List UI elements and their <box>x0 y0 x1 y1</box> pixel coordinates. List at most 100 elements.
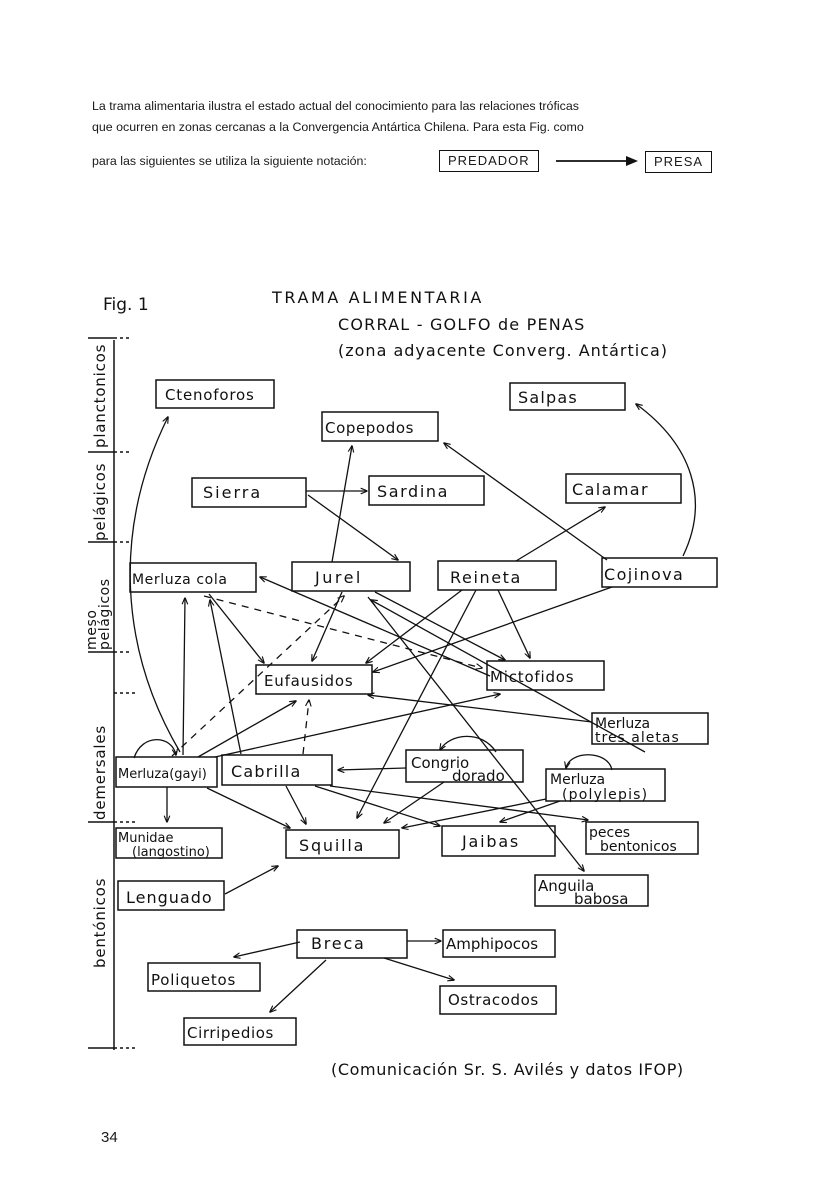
node-anguila-2: babosa <box>574 890 628 908</box>
box-sardina <box>368 475 485 506</box>
arrow-mictofidos-merluza-cola <box>260 577 491 677</box>
arrow-reineta-squilla <box>357 589 477 818</box>
arrow-merluza-cola-eufausidos <box>208 593 264 663</box>
arrow-jurel-mictofidos <box>374 591 505 660</box>
node-jaibas: Jaibas <box>461 832 520 851</box>
arrow-jurel-eufausidos <box>312 591 343 661</box>
arrow-merluza-polylepis-jaibas <box>500 800 561 822</box>
arrow-merluza-gayi-eufausidos <box>197 701 296 758</box>
arrow-reineta-calamar <box>515 507 605 562</box>
box-amphipocos <box>442 929 556 958</box>
node-lenguado: Lenguado <box>126 888 213 907</box>
box-sierra <box>191 477 307 508</box>
dashed-arrow-merluza-gayi-jurel <box>171 596 344 757</box>
node-peces-bentonicos-1: peces <box>589 825 630 841</box>
arrow-cabrilla-squilla <box>285 785 306 824</box>
node-jurel: Jurel <box>314 568 363 587</box>
box-reineta <box>437 560 557 591</box>
node-congrio-2: dorado <box>452 767 505 785</box>
node-squilla: Squilla <box>299 836 365 855</box>
dashed-arrows <box>171 596 482 757</box>
node-merluza-polylepis-2: (polylepis) <box>562 787 648 803</box>
arrow-merluza-gayi-ctenoforos <box>129 417 181 753</box>
node-breca: Breca <box>311 934 366 953</box>
arrow-merluza-polylepis-squilla <box>402 798 547 828</box>
notation-prey-box: PRESA <box>645 151 713 173</box>
box-munidae <box>115 827 223 859</box>
node-poliquetos: Poliquetos <box>151 971 236 989</box>
node-calamar: Calamar <box>572 480 649 499</box>
node-cabrilla: Cabrilla <box>231 762 301 781</box>
figure-label: Fig. 1 <box>103 295 149 315</box>
node-sardina: Sardina <box>377 482 449 501</box>
arrow-congrio-cabrilla <box>338 768 407 770</box>
node-peces-bentonicos-2: bentonicos <box>600 839 677 855</box>
node-eufausidos: Eufausidos <box>264 672 353 690</box>
box-poliquetos <box>147 962 261 992</box>
box-ostracodos <box>439 985 557 1015</box>
box-jurel <box>291 561 411 592</box>
node-merluza-cola: Merluza cola <box>132 572 228 588</box>
intro-line-3: para las siguientes se utiliza la siguie… <box>92 154 367 168</box>
arrow-jurel-copepodos <box>331 446 352 563</box>
box-jaibas <box>441 825 556 857</box>
node-copepodos: Copepodos <box>325 419 414 437</box>
node-reineta: Reineta <box>450 568 522 587</box>
zone-label-bentonicos: bentónicos <box>91 878 109 968</box>
node-amphipocos: Amphipocos <box>446 935 538 953</box>
arrow-merluza-gayi-self <box>133 739 176 759</box>
zone-label-meso: meso <box>84 609 100 650</box>
arrow-congrio-self <box>440 735 497 753</box>
node-merluza-tres-aletas-1: Merluza <box>595 716 650 732</box>
arrow-reineta-mictofidos <box>497 589 530 658</box>
arrow-cabrilla-merluza-cola <box>210 600 242 755</box>
node-munidae-1: Munidae <box>118 831 174 846</box>
intro-line-2: que ocurren en zonas cercanas a la Conve… <box>92 120 584 134</box>
arrow-cabrilla-jaibas <box>314 785 440 826</box>
box-congrio <box>405 749 524 783</box>
box-cojinova <box>601 557 718 588</box>
box-salpas <box>509 382 626 411</box>
box-merluza-cola <box>129 562 257 593</box>
box-cirripedios <box>183 1017 297 1046</box>
zone-bracket <box>88 337 136 1050</box>
node-merluza-tres-aletas-2: tres aletas <box>595 730 680 746</box>
node-cojinova: Cojinova <box>604 565 684 584</box>
zone-label-mesopelagicos: pelágicos <box>97 578 113 650</box>
arrow-congrio-squilla <box>384 781 445 823</box>
arrow-cojinova-eufausidos <box>373 586 613 672</box>
box-lenguado <box>117 880 225 911</box>
zone-label-planctonicos: planctonicos <box>91 344 109 448</box>
node-cirripedios: Cirripedios <box>187 1024 274 1042</box>
arrow-breca-cirripedios <box>270 959 327 1012</box>
node-boxes <box>115 379 718 1046</box>
node-anguila-1: Anguila <box>538 877 594 895</box>
predation-arrows <box>129 404 696 1012</box>
figure-subtitle-1: CORRAL - GOLFO de PENAS <box>338 315 585 334</box>
node-sierra: Sierra <box>203 483 262 502</box>
node-ctenoforos: Ctenoforos <box>165 386 255 404</box>
box-ctenoforos <box>155 379 275 409</box>
box-cabrilla <box>221 754 333 786</box>
arrow-breca-ostracodos <box>383 957 454 980</box>
arrow-merluza-gayi-squilla <box>206 787 290 828</box>
node-congrio-1: Congrio <box>411 754 469 772</box>
arrow-reineta-eufausidos <box>366 589 463 663</box>
zone-label-demersales: demersales <box>91 725 109 820</box>
node-merluza-gayi: Merluza(gayi) <box>118 767 207 782</box>
notation-predator-box: PREDADOR <box>439 150 539 172</box>
arrow-sierra-reineta <box>307 494 398 560</box>
notation-arrow-icon <box>556 156 638 166</box>
notation-line: para las siguientes se utiliza la siguie… <box>92 150 732 176</box>
arrow-cojinova-salpas <box>636 404 696 557</box>
arrow-merluza-tres-aletas-eufausidos <box>368 695 593 723</box>
node-labels: Ctenoforos Salpas Copepodos Sierra Sardi… <box>118 386 684 1042</box>
arrow-cabrilla-peces-bentonicos <box>329 785 588 820</box>
box-merluza-tres-aletas <box>591 712 709 745</box>
figure-title: TRAMA ALIMENTARIA <box>271 288 484 307</box>
box-anguila <box>534 874 649 907</box>
node-salpas: Salpas <box>518 388 578 407</box>
arrow-lenguado-squilla <box>224 866 278 895</box>
figure-credit: (Comunicación Sr. S. Avilés y datos IFOP… <box>331 1060 684 1079</box>
